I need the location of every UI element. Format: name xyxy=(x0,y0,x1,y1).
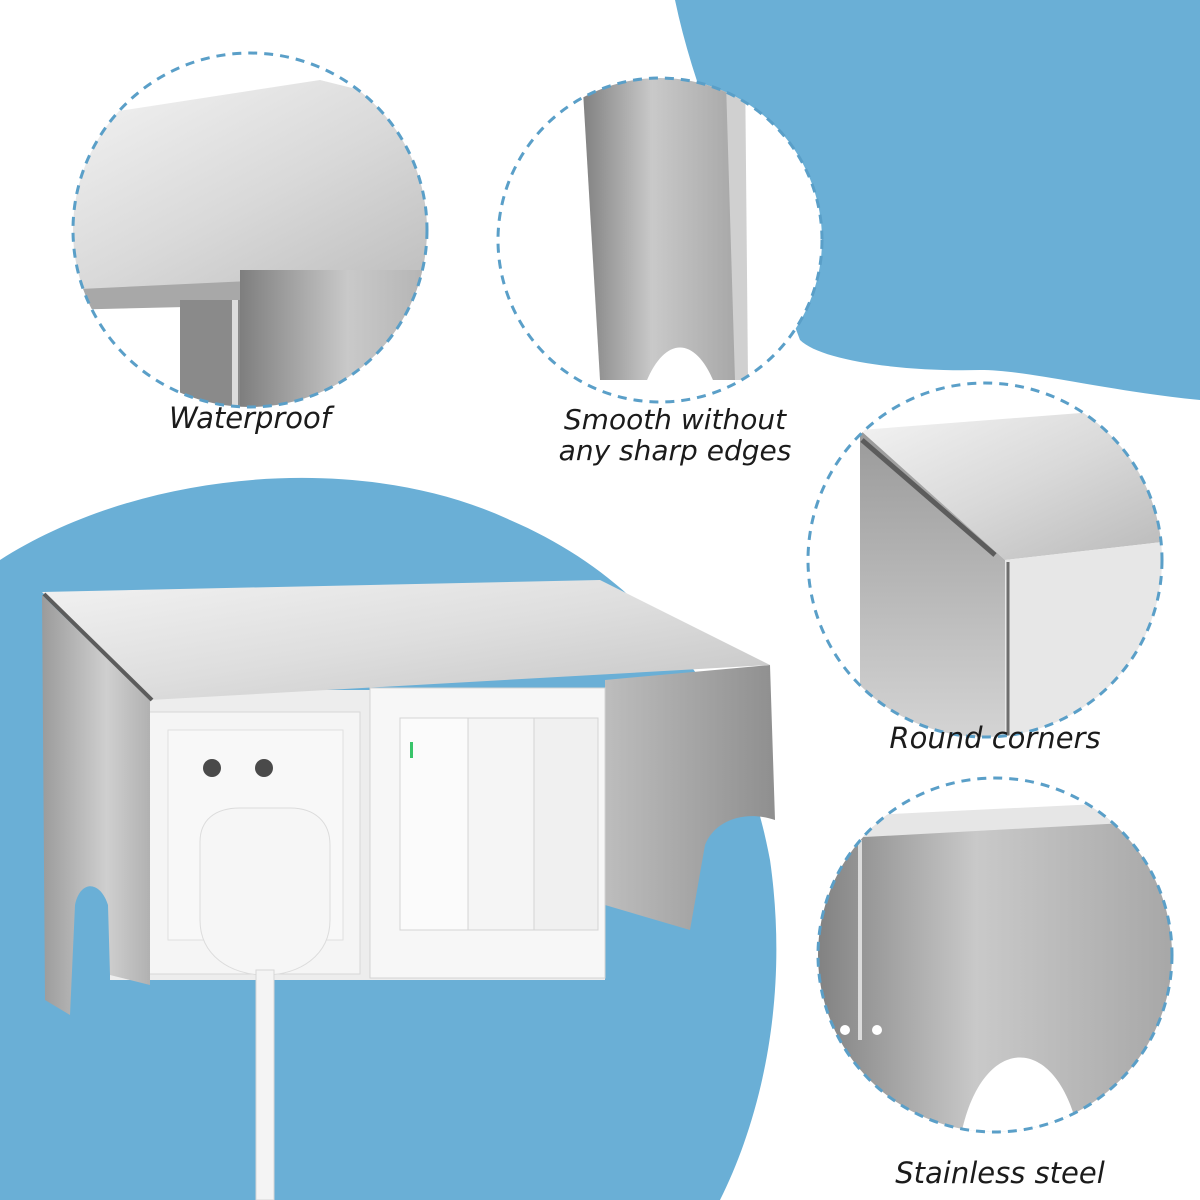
smooth-label-line1: Smooth without xyxy=(563,403,787,436)
plug xyxy=(199,807,331,976)
waterproof-label: Waterproof xyxy=(168,401,332,435)
waterproof-caption: Waterproof xyxy=(150,402,350,434)
stainless-label: Stainless steel xyxy=(895,1156,1105,1190)
smooth-label-line2: any sharp edges xyxy=(558,434,792,467)
round-corners-label: Round corners xyxy=(889,721,1101,755)
switch-rocker-2 xyxy=(467,717,535,931)
round-corner-detail-icon xyxy=(806,381,1164,739)
smooth-edge-detail-icon xyxy=(496,76,824,404)
socket-hole-left xyxy=(203,759,221,777)
stainless-caption: Stainless steel xyxy=(880,1157,1120,1189)
indicator-light xyxy=(410,742,413,758)
round-corners-caption: Round corners xyxy=(880,722,1110,754)
smooth-caption: Smooth without any sharp edges xyxy=(520,404,830,466)
cover-top-face xyxy=(42,580,770,700)
cover-right-panel xyxy=(605,665,775,930)
cover-left-panel xyxy=(42,595,150,1015)
cover-edge xyxy=(42,592,154,702)
power-cord xyxy=(255,969,275,1200)
stainless-detail-icon xyxy=(816,776,1174,1134)
switch-rocker-3 xyxy=(533,717,599,931)
socket-hole-right xyxy=(255,759,273,777)
